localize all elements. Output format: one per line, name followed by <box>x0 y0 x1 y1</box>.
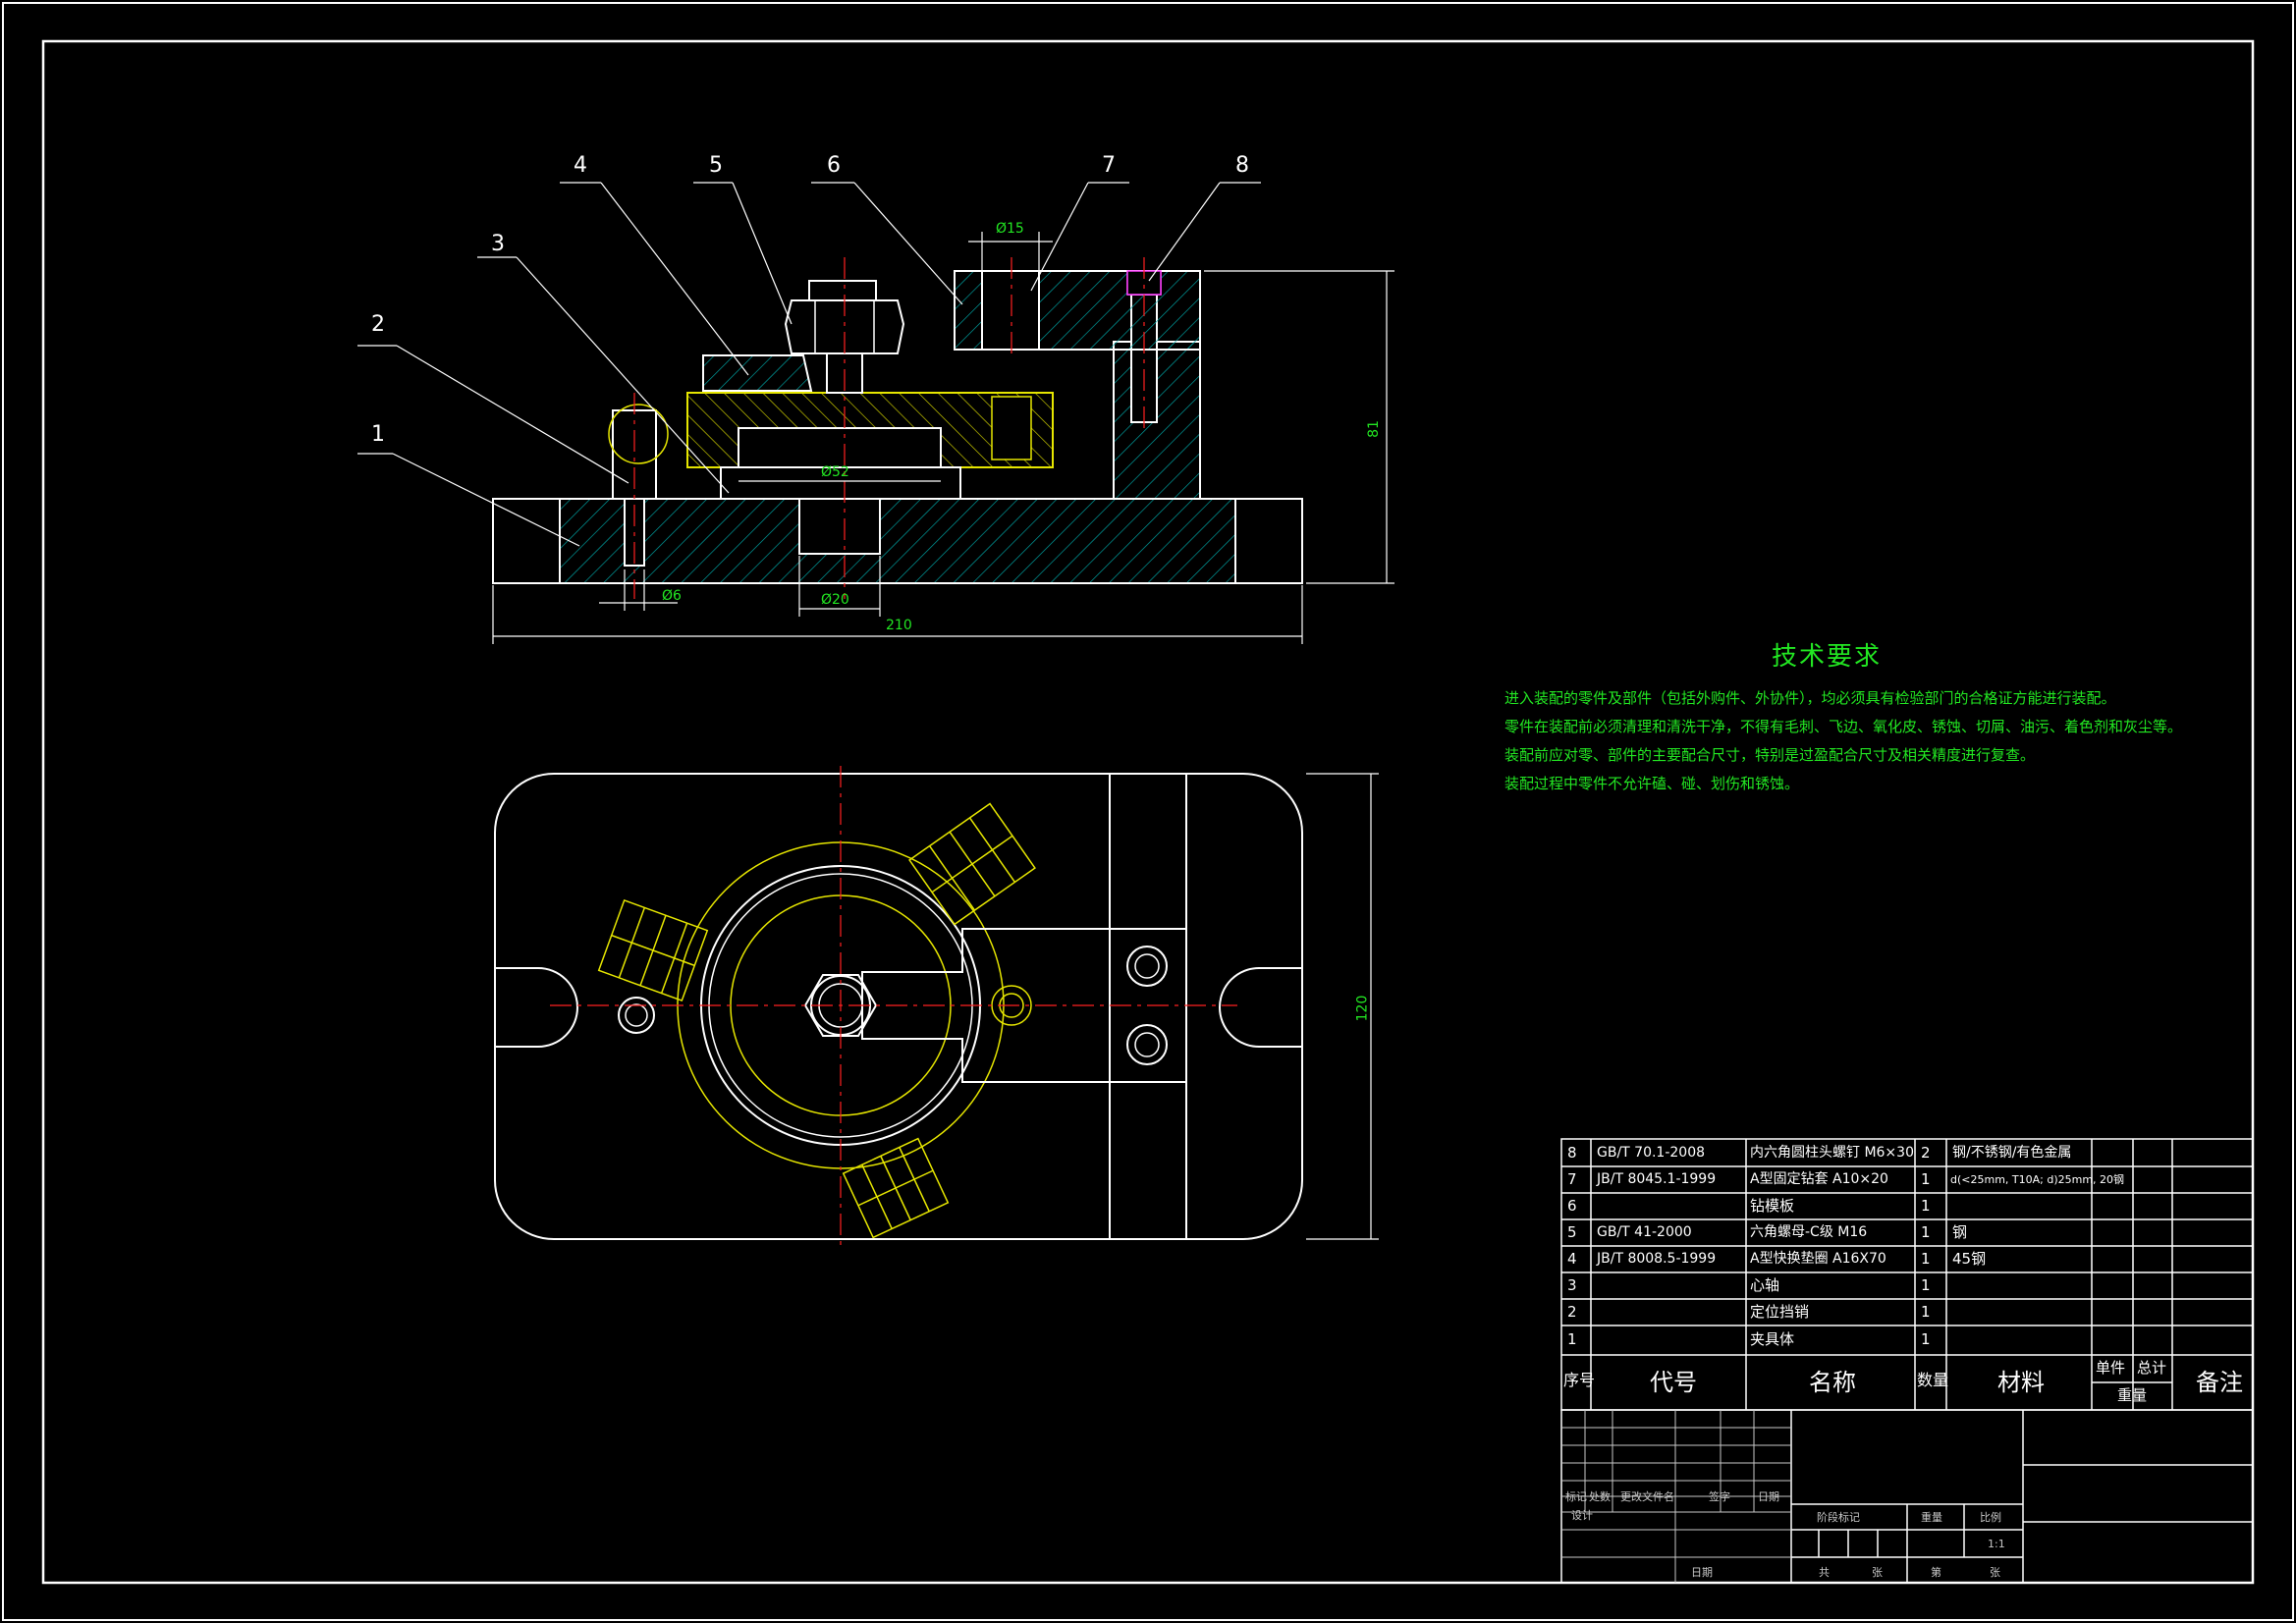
balloon-1: 1 <box>371 422 385 447</box>
tech-requirement-line: 零件在装配前必须清理和清洗干净，不得有毛刺、飞边、氧化皮、锈蚀、切屑、油污、着色… <box>1504 718 2183 735</box>
balloon-8: 8 <box>1235 153 1249 178</box>
bom-header-name: 名称 <box>1809 1369 1856 1396</box>
tb-change-doc: 更改文件名 <box>1620 1490 1674 1503</box>
tb-sheet-label-2: 张 <box>1990 1566 2000 1579</box>
bom-code: JB/T 8008.5-1999 <box>1597 1251 1717 1267</box>
bom-code: GB/T 41-2000 <box>1597 1224 1692 1240</box>
bom-qty: 1 <box>1921 1303 1931 1321</box>
bom-no: 4 <box>1567 1250 1577 1268</box>
tb-weight: 重量 <box>1921 1511 1942 1524</box>
revision-grid <box>1561 1410 1791 1583</box>
dim-210: 210 <box>886 618 912 633</box>
bom-no: 8 <box>1567 1144 1577 1162</box>
dim-d15: Ø15 <box>996 221 1024 237</box>
bom-header-material: 材料 <box>1997 1369 2045 1396</box>
bom-qty: 1 <box>1921 1276 1931 1294</box>
tb-count: 处数 <box>1589 1490 1611 1503</box>
bom-header-total: 总计 <box>2137 1359 2167 1377</box>
balloon-2: 2 <box>371 312 385 337</box>
tb-design: 设计 <box>1571 1509 1593 1522</box>
dim-d6: Ø6 <box>662 588 682 604</box>
bom-name: A型快换垫圈 A16X70 <box>1750 1251 1886 1267</box>
dim-81: 81 <box>1365 420 1382 438</box>
tb-mark: 标记 <box>1565 1490 1587 1503</box>
dim-120: 120 <box>1354 995 1371 1022</box>
bom-name: 夹具体 <box>1750 1330 1795 1348</box>
bom-name: A型固定钻套 A10×20 <box>1750 1171 1888 1187</box>
bom-material: 45钢 <box>1952 1250 1987 1268</box>
bom-no: 2 <box>1567 1303 1577 1321</box>
tb-sheet-label: 张 <box>1872 1566 1883 1579</box>
bom-name: 心轴 <box>1750 1276 1780 1294</box>
bom-no: 1 <box>1567 1330 1577 1348</box>
tech-requirements-title: 技术要求 <box>1771 642 1882 672</box>
tb-sign: 签字 <box>1709 1490 1730 1503</box>
bom-name: 钻模板 <box>1750 1197 1795 1215</box>
bom-header-unit: 单件 <box>2096 1359 2126 1377</box>
balloon-6: 6 <box>827 153 841 178</box>
bom-header-qty: 数量 <box>1917 1371 1949 1389</box>
bom-name: 六角螺母-C级 M16 <box>1750 1224 1868 1240</box>
tech-requirement-line: 装配过程中零件不允许磕、碰、划伤和锈蚀。 <box>1504 775 1800 792</box>
bom-no: 3 <box>1567 1276 1577 1294</box>
bom-qty: 1 <box>1921 1330 1931 1348</box>
title-block-grid <box>1560 1409 2254 1584</box>
bom-no: 5 <box>1567 1223 1577 1241</box>
bom-header-weight: 重量 <box>2117 1386 2148 1404</box>
inner-border <box>41 39 2255 1585</box>
bom-qty: 2 <box>1921 1144 1931 1162</box>
bom-no: 7 <box>1567 1170 1577 1188</box>
tech-requirement-line: 装配前应对零、部件的主要配合尺寸，特别是过盈配合尺寸及相关精度进行复查。 <box>1504 746 2036 764</box>
bom-no: 6 <box>1567 1197 1577 1215</box>
tb-date: 日期 <box>1758 1490 1779 1503</box>
tb-total-sheets: 共 <box>1819 1566 1830 1579</box>
bom-name: 定位挡销 <box>1750 1303 1810 1321</box>
tb-sheet-no: 第 <box>1931 1566 1941 1579</box>
dim-d20: Ø20 <box>821 592 849 608</box>
dim-d52: Ø52 <box>821 464 849 480</box>
bom-code: GB/T 70.1-2008 <box>1597 1145 1706 1161</box>
top-view <box>494 766 1379 1249</box>
bom-name: 内六角圆柱头螺钉 M6×30 <box>1750 1145 1914 1161</box>
tb-date2: 日期 <box>1691 1566 1713 1579</box>
bom-material: 钢 <box>1952 1223 1968 1241</box>
balloon-5: 5 <box>709 153 723 178</box>
tb-scale: 比例 <box>1980 1511 2001 1524</box>
bom-header-remark: 备注 <box>2196 1369 2243 1396</box>
bom-qty: 1 <box>1921 1250 1931 1268</box>
balloon-7: 7 <box>1102 153 1116 178</box>
tech-requirement-line: 进入装配的零件及部件（包括外购件、外协件），均必须具有检验部门的合格证方能进行装… <box>1504 689 2116 707</box>
bom-material: d(<25mm, T10A; d)25mm, 20钢 <box>1950 1173 2125 1186</box>
bom-header-code: 代号 <box>1650 1369 1697 1396</box>
bom-material: 钢/不锈钢/有色金属 <box>1952 1145 2072 1161</box>
balloon-3: 3 <box>491 232 505 256</box>
bom-qty: 1 <box>1921 1197 1931 1215</box>
bom-qty: 1 <box>1921 1170 1931 1188</box>
bom-qty: 1 <box>1921 1223 1931 1241</box>
tb-stage-mark: 阶段标记 <box>1817 1511 1860 1524</box>
balloon-4: 4 <box>574 153 587 178</box>
tb-scale-value: 1:1 <box>1988 1538 2005 1550</box>
bom-code: JB/T 8045.1-1999 <box>1597 1171 1717 1187</box>
bom-header-no: 序号 <box>1563 1371 1596 1389</box>
front-section-view <box>357 182 1394 644</box>
